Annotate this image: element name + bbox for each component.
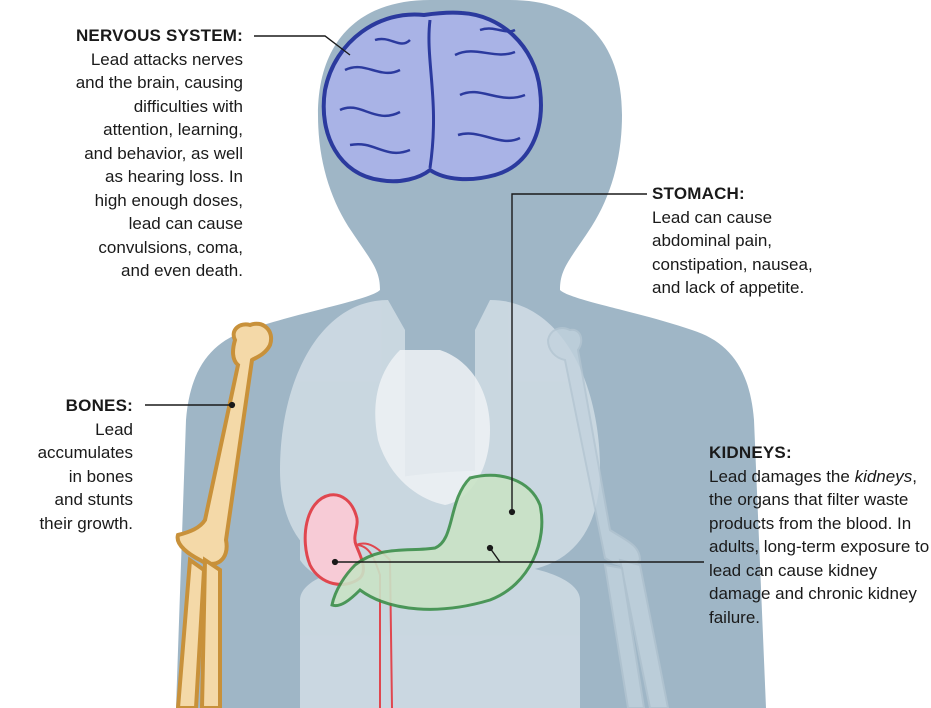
stomach-heading: STOMACH: — [652, 182, 922, 206]
bones-label: BONES: Lead accumulates in bones and stu… — [0, 394, 133, 535]
brain — [324, 13, 541, 182]
nervous-system-text: Lead attacks nerves and the brain, causi… — [0, 48, 243, 283]
kidneys-text-before: Lead damages the — [709, 467, 855, 486]
kidneys-text: Lead damages the kidneys, the organs tha… — [709, 465, 931, 630]
kidneys-text-italic: kidneys — [855, 467, 913, 486]
kidneys-label: KIDNEYS: Lead damages the kidneys, the o… — [709, 441, 931, 629]
stomach-text: Lead can cause abdominal pain, constipat… — [652, 206, 922, 300]
bones-heading: BONES: — [0, 394, 133, 418]
kidneys-text-after: , the organs that filter waste products … — [709, 467, 929, 627]
nervous-system-heading: NERVOUS SYSTEM: — [0, 24, 243, 48]
bones-text: Lead accumulates in bones and stunts the… — [0, 418, 133, 536]
nervous-system-label: NERVOUS SYSTEM: Lead attacks nerves and … — [0, 24, 243, 283]
kidneys-heading: KIDNEYS: — [709, 441, 931, 465]
stomach-label: STOMACH: Lead can cause abdominal pain, … — [652, 182, 922, 300]
